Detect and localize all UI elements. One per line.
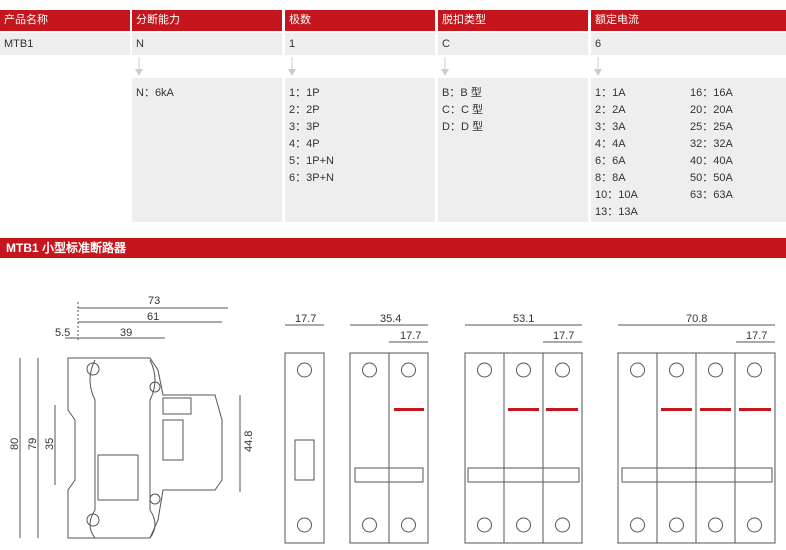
- value-poles: 1: [285, 33, 435, 55]
- value-trip: C: [438, 33, 588, 55]
- terminal-screw-icon: [297, 517, 312, 533]
- value-current: 6: [591, 33, 786, 55]
- option: 2：2P: [289, 104, 320, 116]
- terminal-screw-icon: [747, 517, 762, 533]
- terminal-screw-icon: [708, 517, 723, 533]
- dim-35: 35: [44, 438, 56, 450]
- terminal-screw-icon: [555, 362, 570, 378]
- dim-61: 61: [147, 311, 159, 323]
- dim-73: 73: [148, 295, 160, 307]
- dim-pole-width: 17.7: [400, 330, 421, 342]
- dim-3p-width: 53.1: [513, 313, 534, 325]
- value-breaking: N: [132, 33, 282, 55]
- terminal-screw-icon: [477, 517, 492, 533]
- option: 4：4A: [595, 138, 626, 150]
- option: B：B 型: [442, 87, 482, 99]
- option: 50：50A: [690, 172, 733, 184]
- terminal-screw-icon: [630, 362, 645, 378]
- option: 6：3P+N: [289, 172, 334, 184]
- option: C：C 型: [442, 104, 483, 116]
- header-trip-type: 脱扣类型: [438, 10, 588, 31]
- terminal-screw-icon: [555, 517, 570, 533]
- option: 4：4P: [289, 138, 320, 150]
- dim-pole-width: 17.7: [553, 330, 574, 342]
- header-product-name: 产品名称: [0, 10, 130, 31]
- terminal-screw-icon: [708, 362, 723, 378]
- dim-80: 80: [9, 438, 21, 450]
- section-title: MTB1 小型标准断路器: [0, 238, 786, 258]
- header-breaking-capacity: 分断能力: [132, 10, 282, 31]
- terminal-screw-icon: [401, 362, 416, 378]
- header-rated-current: 额定电流: [591, 10, 786, 31]
- terminal-screw-icon: [362, 362, 377, 378]
- option: 1：1A: [595, 87, 626, 99]
- dim-1p-width: 17.7: [295, 313, 316, 325]
- dim-5-5: 5.5: [55, 327, 70, 339]
- terminal-screw-icon: [669, 362, 684, 378]
- option: 10：10A: [595, 189, 638, 201]
- option: 3：3A: [595, 121, 626, 133]
- side-view: [19, 302, 241, 539]
- option: 6：6A: [595, 155, 626, 167]
- terminal-screw-icon: [747, 362, 762, 378]
- arrow-down-icon: [135, 57, 143, 76]
- breaking-options: N：6kA: [132, 78, 282, 222]
- option: 32：32A: [690, 138, 733, 150]
- dimension-drawings: 73 61 5.5 39 80 79 35 44.8 17.7 35.4 17.…: [9, 295, 776, 544]
- option: 1：1P: [289, 87, 320, 99]
- terminal-screw-icon: [630, 517, 645, 533]
- value-product: MTB1: [0, 33, 130, 55]
- arrow-down-icon: [441, 57, 449, 76]
- option: D：D 型: [442, 121, 483, 133]
- terminal-screw-icon: [669, 517, 684, 533]
- option: 16：16A: [690, 87, 733, 99]
- dim-2p-width: 35.4: [380, 313, 401, 325]
- option: 40：40A: [690, 155, 733, 167]
- terminal-screw-icon: [516, 517, 531, 533]
- option: N：6kA: [136, 87, 174, 99]
- arrow-down-icon: [288, 57, 296, 76]
- terminal-screw-icon: [477, 362, 492, 378]
- current-options: 1：1A 2：2A 3：3A 4：4A 6：6A 8：8A 10：10A 13：13A 16：…: [591, 78, 786, 222]
- dim-79: 79: [27, 438, 39, 450]
- option: 63：63A: [690, 189, 733, 201]
- dim-pole-width: 17.7: [746, 330, 767, 342]
- option: 5：1P+N: [289, 155, 334, 167]
- option: 13：13A: [595, 206, 638, 218]
- trip-options: B：B 型 C：C 型 D：D 型: [438, 78, 588, 222]
- terminal-screw-icon: [401, 517, 416, 533]
- option: 25：25A: [690, 121, 733, 133]
- arrow-down-icon: [594, 57, 602, 76]
- dim-44-8: 44.8: [243, 431, 255, 452]
- pole-options: 1：1P 2：2P 3：3P 4：4P 5：1P+N 6：3P+N: [285, 78, 435, 222]
- option: 3：3P: [289, 121, 320, 133]
- terminal-screw-icon: [516, 362, 531, 378]
- option: 8：8A: [595, 172, 626, 184]
- handle-bars: [394, 408, 771, 411]
- header-poles: 极数: [285, 10, 435, 31]
- front-views: [284, 324, 776, 544]
- option: 20：20A: [690, 104, 733, 116]
- dim-39: 39: [120, 327, 132, 339]
- terminal-screw-icon: [297, 362, 312, 378]
- option: 2：2A: [595, 104, 626, 116]
- dim-4p-width: 70.8: [686, 313, 707, 325]
- terminal-screw-icon: [362, 517, 377, 533]
